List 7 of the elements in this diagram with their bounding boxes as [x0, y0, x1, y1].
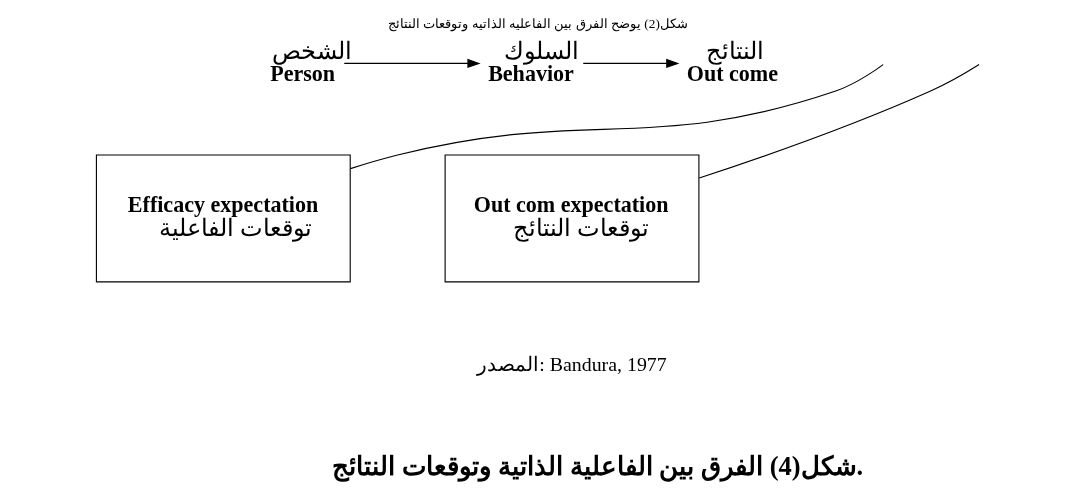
caption: شكل(4) الفرق بين الفاعلية الذاتية وتوقعات النتائج.: [331, 451, 863, 482]
label: المصدر: Bandura, 1977: [476, 352, 667, 375]
arrow: [582, 58, 679, 69]
connector: [698, 64, 980, 179]
diagram-title: شكل(2) يوضح الفرق بين الفاعليه الذاتيه وتوقعات النتائج: [387, 15, 688, 31]
arrow: [343, 58, 481, 69]
connector: [349, 64, 884, 170]
